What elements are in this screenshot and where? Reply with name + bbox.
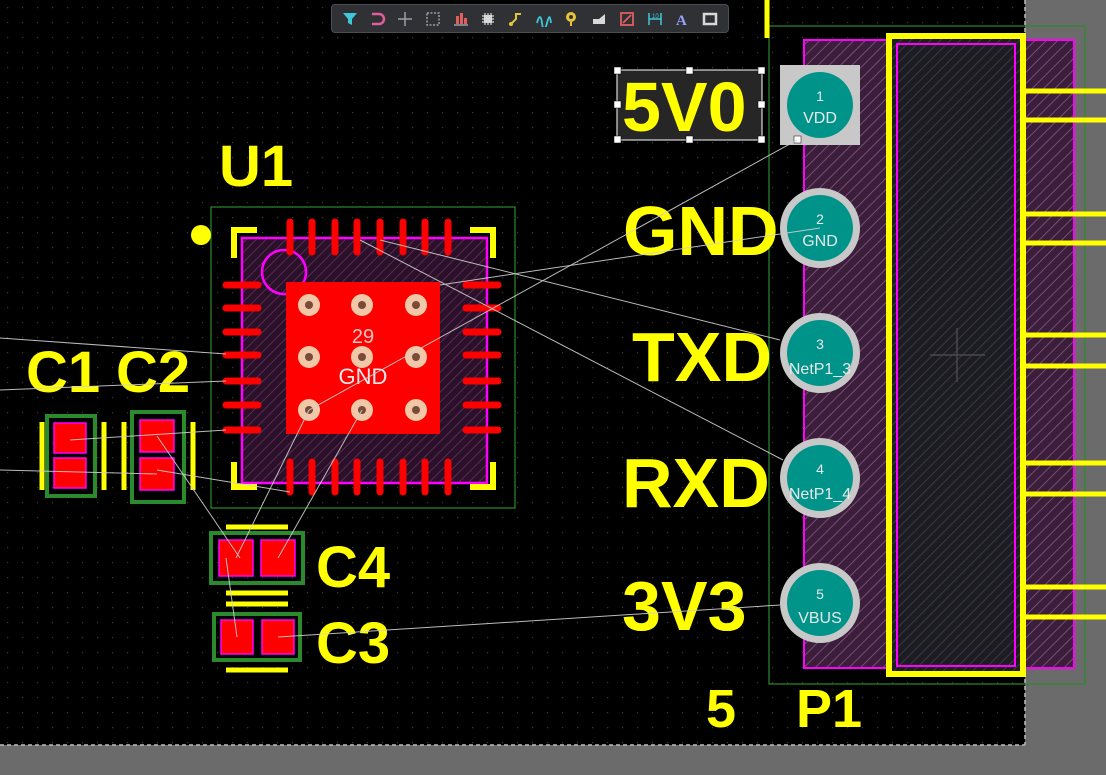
active-bar-toolbar: 10 A bbox=[331, 4, 729, 33]
p1-connector[interactable]: 1 VDD 2 GND 3 NetP1_3 4 NetP1_4 5 VBUS P… bbox=[706, 0, 1106, 739]
snap-icon[interactable] bbox=[368, 9, 388, 29]
svg-text:10: 10 bbox=[652, 14, 659, 20]
p1-pad-1[interactable] bbox=[787, 72, 853, 138]
filter-icon[interactable] bbox=[340, 9, 360, 29]
c2-courtyard bbox=[130, 410, 186, 504]
rectangle-icon[interactable] bbox=[700, 9, 720, 29]
c3-component[interactable]: C3 bbox=[212, 601, 390, 676]
p1-fingers bbox=[1025, 88, 1106, 620]
route-icon[interactable] bbox=[506, 9, 526, 29]
c1-designator[interactable]: C1 bbox=[26, 340, 100, 405]
c3-designator[interactable]: C3 bbox=[316, 611, 390, 676]
u1-courtyard bbox=[210, 206, 516, 509]
u1-pin1-marker bbox=[191, 225, 211, 245]
c4-component[interactable]: C4 bbox=[209, 524, 390, 600]
c1-component[interactable]: C1 bbox=[26, 340, 107, 498]
u1-pins-bottom[interactable] bbox=[286, 458, 452, 496]
diff-pair-icon[interactable] bbox=[534, 9, 554, 29]
select-rect-icon[interactable] bbox=[423, 9, 443, 29]
c1-pad-2[interactable] bbox=[53, 457, 87, 489]
selection-handles[interactable] bbox=[613, 66, 802, 144]
u1-pins-left[interactable] bbox=[222, 281, 262, 434]
net-label-gnd[interactable]: GND bbox=[623, 192, 779, 270]
u1-pin1-dot bbox=[260, 248, 308, 296]
c4-designator[interactable]: C4 bbox=[316, 535, 390, 600]
p1-pad-2-net: GND bbox=[802, 233, 838, 250]
u1-designator[interactable]: U1 bbox=[219, 134, 293, 199]
via-icon[interactable] bbox=[561, 9, 581, 29]
c4-courtyard bbox=[209, 531, 305, 585]
c1-pad-1[interactable] bbox=[53, 422, 87, 454]
p1-pad-3[interactable] bbox=[787, 320, 853, 386]
p1-designator[interactable]: P1 bbox=[796, 679, 862, 739]
p1-pad-4-number: 4 bbox=[816, 461, 824, 477]
p1-pad-5-number: 5 bbox=[816, 586, 824, 602]
ratsnest-lines bbox=[0, 139, 821, 638]
net-label-5v0-selection[interactable] bbox=[616, 69, 763, 141]
c4-pad-2[interactable] bbox=[260, 539, 296, 577]
keepout-icon[interactable] bbox=[617, 9, 637, 29]
p1-pad-3-net: NetP1_3 bbox=[789, 361, 851, 378]
u1-pins-right[interactable] bbox=[462, 281, 502, 434]
outside-board-bottom bbox=[0, 745, 1106, 775]
u1-thermal-vias bbox=[298, 294, 427, 421]
p1-pad-4-net: NetP1_4 bbox=[789, 486, 851, 503]
crosshair-icon[interactable] bbox=[395, 9, 415, 29]
p1-pin-count: 5 bbox=[706, 679, 736, 739]
p1-pad-4[interactable] bbox=[787, 445, 853, 511]
u1-ep-number: 29 bbox=[352, 326, 374, 348]
p1-courtyard bbox=[768, 25, 1086, 685]
c1-courtyard bbox=[45, 414, 97, 498]
p1-pad-2-number: 2 bbox=[816, 211, 824, 227]
p1-pad-5-net: VBUS bbox=[798, 610, 842, 627]
p1-pad-1-number: 1 bbox=[816, 88, 824, 104]
p1-pad-5[interactable] bbox=[787, 570, 853, 636]
polygon-icon[interactable] bbox=[589, 9, 609, 29]
component-icon[interactable] bbox=[478, 9, 498, 29]
c2-designator[interactable]: C2 bbox=[116, 340, 190, 405]
svg-text:A: A bbox=[676, 13, 687, 27]
net-label-txd[interactable]: TXD bbox=[632, 318, 772, 396]
net-labels: 5V0 GND TXD RXD 3V3 bbox=[613, 66, 802, 645]
net-label-3v3[interactable]: 3V3 bbox=[622, 567, 747, 645]
u1-ep-net: GND bbox=[339, 364, 388, 389]
net-label-5v0[interactable]: 5V0 bbox=[622, 68, 747, 146]
c4-pad-1[interactable] bbox=[218, 539, 254, 577]
u1-silk-corners bbox=[231, 227, 496, 490]
net-label-rxd[interactable]: RXD bbox=[622, 444, 770, 522]
p1-pad-3-number: 3 bbox=[816, 336, 824, 352]
c3-courtyard bbox=[212, 612, 302, 662]
u1-pins-top[interactable] bbox=[286, 218, 452, 256]
p1-pad-1-net: VDD bbox=[803, 110, 837, 127]
align-icon[interactable] bbox=[451, 9, 471, 29]
dimension-icon[interactable]: 10 bbox=[645, 9, 665, 29]
p1-shell-inner bbox=[896, 43, 1016, 667]
text-icon[interactable]: A bbox=[672, 9, 692, 29]
